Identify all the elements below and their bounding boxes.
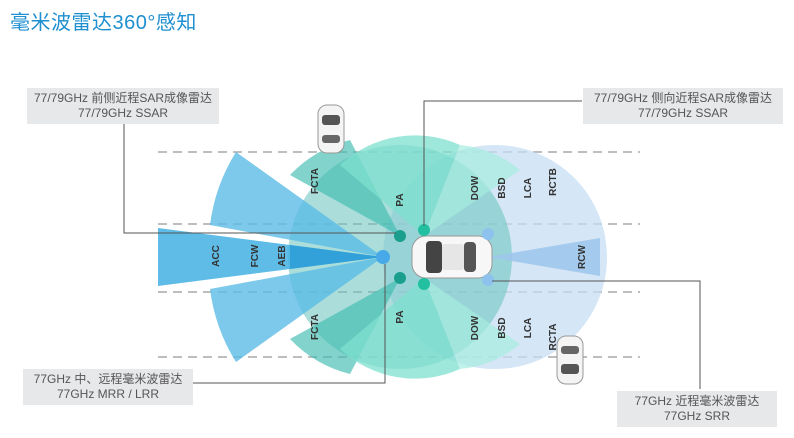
callout-side-sar: 77/79GHz 侧向近程SAR成像雷达 77/79GHz SSAR [583,88,783,124]
callout-rear-srr: 77GHz 近程毫米波雷达 77GHz SRR [617,391,777,427]
zone-label-pa-top: PA [395,193,406,206]
front-left-radar [394,230,406,242]
zone-label-bsd-top: BSD [497,177,508,198]
vehicle-top-left [317,104,345,154]
front-mrr-radar [376,250,390,264]
zone-label-dow-top: DOW [470,175,481,200]
callout-line: 77GHz 中、远程毫米波雷达 [33,372,183,386]
mrr-wide-beam-top [210,152,383,257]
zone-label-pa-bottom: PA [395,310,406,323]
side-left-radar [418,224,430,236]
mrr-wide-beam-bottom [210,257,383,362]
callout-lines [123,100,701,389]
lrr-core-beam [290,245,383,269]
zone-label-rctb: RCTB [548,168,559,196]
zone-label-fcta-top: FCTA [310,168,321,194]
zone-label-lca-top: LCA [523,178,534,199]
rcw-beam [488,238,600,276]
page-title: 毫米波雷达360°感知 [10,12,197,34]
zone-label-fcta-bottom: FCTA [310,314,321,340]
callout-line: 77GHz MRR / LRR [56,387,160,401]
fcta-bottom-zone [290,278,400,374]
leader-rear-short [492,280,701,389]
leader-front-side [123,122,396,234]
pa-bottom-zone [340,278,460,379]
leader-side [423,100,582,226]
callout-line: 77/79GHz SSAR [637,106,729,120]
lrr-narrow-beam [158,228,383,286]
dow-top-zone [424,145,520,236]
callout-line: 77/79GHz 前侧近程SAR成像雷达 [33,91,213,105]
rear-left-radar [482,228,494,240]
pa-top-zone [340,135,460,236]
callout-line: 77/79GHz 侧向近程SAR成像雷达 [593,91,773,105]
front-right-radar [394,272,406,284]
zone-label-dow-bottom: DOW [470,315,481,340]
vehicle-bottom-right [556,335,584,385]
dow-bottom-zone [424,278,520,369]
leader-front-long [193,264,386,384]
zone-label-aeb: AEB [277,245,288,266]
callout-front-side-sar: 77/79GHz 前侧近程SAR成像雷达 77/79GHz SSAR [27,88,219,124]
zone-label-fcw: FCW [250,244,261,267]
ego-vehicle [411,235,493,279]
callout-front-mrr-lrr: 77GHz 中、远程毫米波雷达 77GHz MRR / LRR [23,369,193,405]
zone-label-rcta: RCTA [548,323,559,350]
zone-label-bsd-bottom: BSD [497,317,508,338]
side-right-radar [418,278,430,290]
zone-label-rcw: RCW [577,245,588,269]
zone-label-acc: ACC [211,245,222,267]
fcta-top-zone [290,140,400,236]
callout-line: 77GHz SRR [663,409,731,423]
rear-right-radar [482,274,494,286]
callout-line: 77/79GHz SSAR [77,106,169,120]
zone-label-lca-bottom: LCA [523,318,534,339]
callout-line: 77GHz 近程毫米波雷达 [634,394,760,408]
